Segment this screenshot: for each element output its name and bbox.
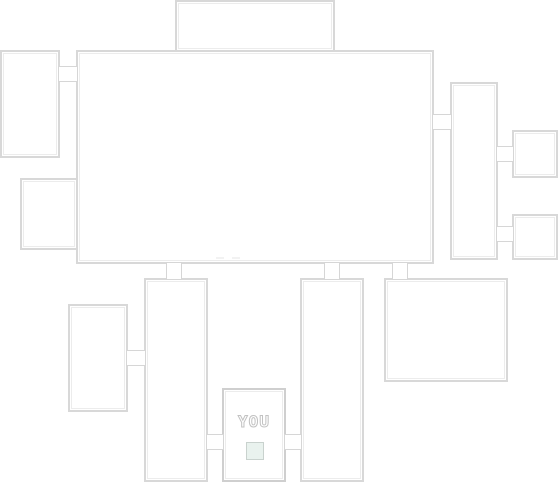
you-label: YOU <box>238 412 270 431</box>
room-far-right-lower <box>512 214 558 260</box>
player-marker-icon <box>246 442 264 460</box>
door-left-upper-to-main <box>58 66 78 82</box>
door-lower-left-tall-to-current <box>206 434 224 450</box>
room-lower-right-wide <box>384 278 508 382</box>
door-lower-left-small-to-tall <box>126 350 146 366</box>
room-lower-right-tall <box>300 278 364 482</box>
room-right-tall <box>450 82 498 260</box>
door-main-to-lower-right-tall <box>324 262 340 280</box>
door-right-tall-to-far-right-upper <box>496 146 514 162</box>
room-lower-left-tall <box>144 278 208 482</box>
door-right-tall-to-far-right-lower <box>496 226 514 242</box>
room-current: YOU <box>222 388 286 482</box>
door-main-to-lower-left-tall <box>166 262 182 280</box>
room-main-hall <box>76 50 434 264</box>
floor-speck <box>232 257 240 259</box>
door-current-to-lower-right-tall <box>284 434 302 450</box>
door-main-to-right-tall <box>432 114 452 130</box>
room-left-lower <box>20 178 78 250</box>
door-main-to-lower-right-wide <box>392 262 408 280</box>
room-far-right-upper <box>512 130 558 178</box>
room-left-upper <box>0 50 60 158</box>
room-lower-left-small <box>68 304 128 412</box>
room-top-corridor <box>175 0 335 52</box>
floor-speck <box>216 257 224 259</box>
